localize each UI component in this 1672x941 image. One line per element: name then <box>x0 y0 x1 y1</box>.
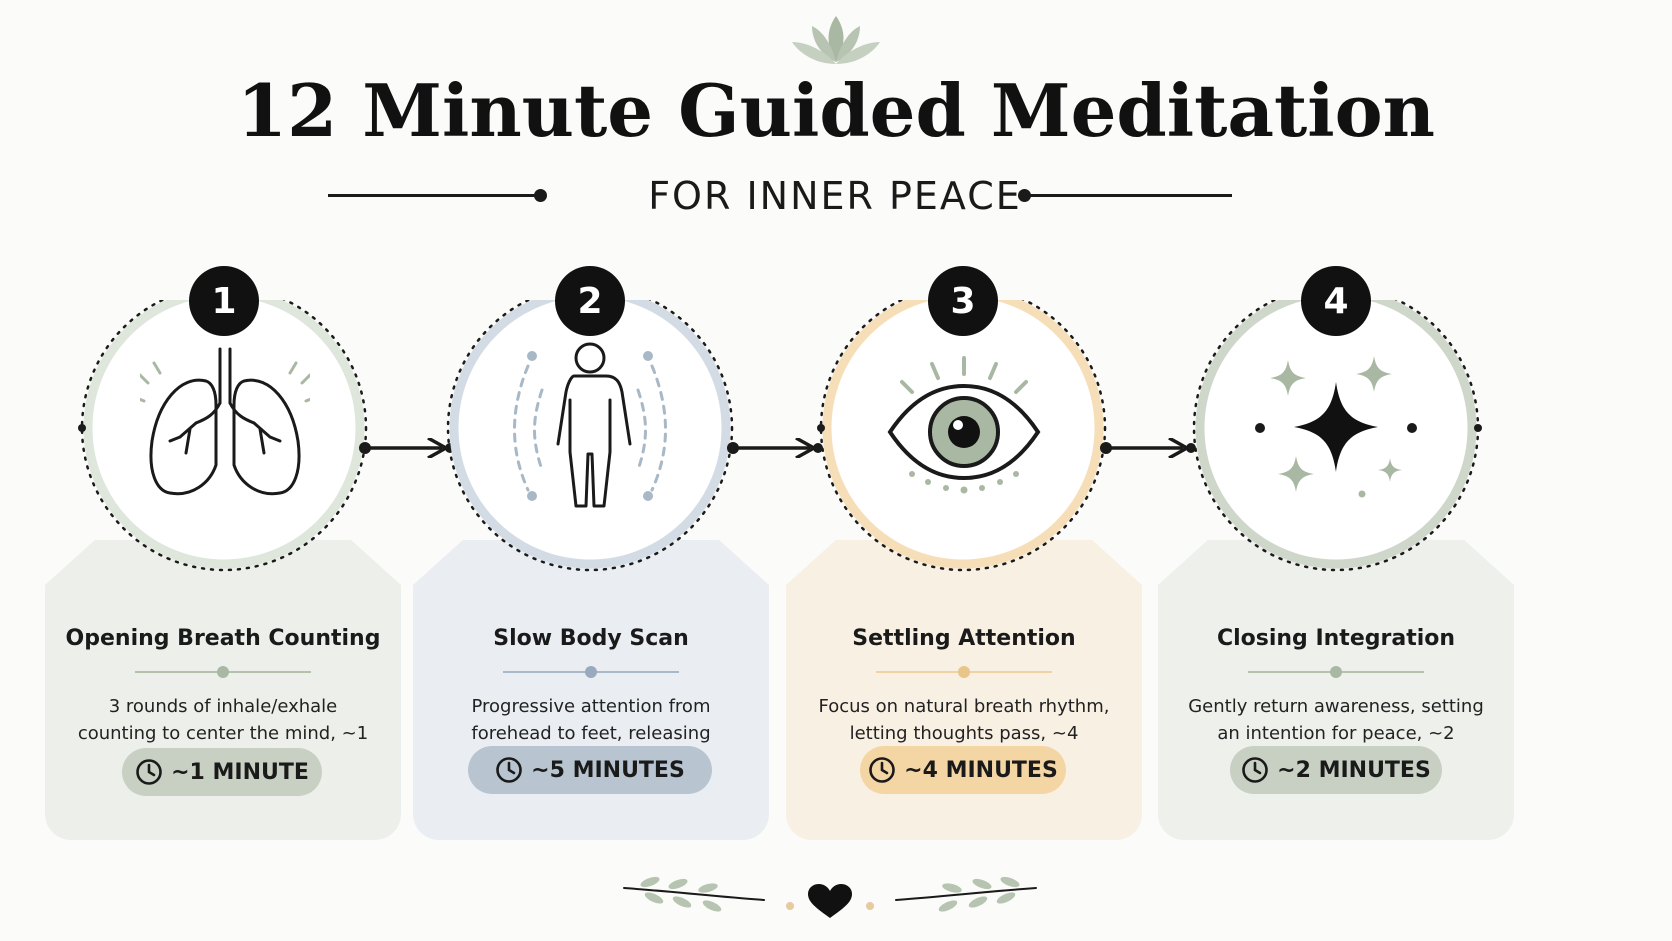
duration-pill-1: ~1 MINUTE <box>122 748 322 796</box>
subtitle-row: FOR INNER PEACE <box>0 170 1672 220</box>
duration-label: ~1 MINUTE <box>171 759 309 785</box>
duration-pill-2: ~5 MINUTES <box>468 746 712 794</box>
duration-pill-4: ~2 MINUTES <box>1230 746 1442 794</box>
arrow-right-icon <box>1100 438 1196 458</box>
clock-icon <box>496 757 522 783</box>
step-description: Gently return awareness, setting an inte… <box>1188 696 1484 771</box>
sparkle-icon <box>1255 356 1417 498</box>
step-title: Closing Integration <box>1216 626 1456 651</box>
card-divider-dot <box>1330 666 1342 678</box>
eye-icon <box>887 356 1041 494</box>
step-number-badge-1: 1 <box>189 266 259 336</box>
subtitle-left-dot <box>534 189 547 202</box>
duration-label: ~2 MINUTES <box>1277 757 1431 783</box>
page-subtitle: FOR INNER PEACE <box>648 174 1022 218</box>
leaf-heart-ornament-icon <box>623 876 1037 918</box>
step-card-1: Opening Breath Counting 3 rounds of inha… <box>45 540 401 840</box>
step-title: Opening Breath Counting <box>65 626 381 651</box>
clock-icon <box>1242 757 1268 783</box>
subtitle-left-rule <box>328 194 540 197</box>
card-divider-dot <box>585 666 597 678</box>
arrow-right-icon <box>727 438 823 458</box>
card-divider-dot <box>217 666 229 678</box>
step-card-4: Closing Integration Gently return awaren… <box>1158 540 1514 840</box>
page-title: 12 Minute Guided Meditation <box>237 68 1435 153</box>
subtitle-right-rule <box>1024 194 1232 197</box>
duration-pill-3: ~4 MINUTES <box>860 746 1066 794</box>
duration-label: ~5 MINUTES <box>531 757 685 783</box>
step-circle-2 <box>446 300 734 572</box>
step-number-badge-3: 3 <box>928 266 998 336</box>
step-title: Slow Body Scan <box>493 626 689 651</box>
lotus-icon <box>792 16 880 64</box>
lungs-icon <box>140 347 310 496</box>
duration-label: ~4 MINUTES <box>904 757 1058 783</box>
step-number-badge-2: 2 <box>555 266 625 336</box>
step-title: Settling Attention <box>852 626 1076 651</box>
step-number-badge-4: 4 <box>1301 266 1371 336</box>
clock-icon <box>136 759 162 785</box>
card-divider-dot <box>958 666 970 678</box>
clock-icon <box>869 757 895 783</box>
body-figure-icon <box>513 342 667 508</box>
